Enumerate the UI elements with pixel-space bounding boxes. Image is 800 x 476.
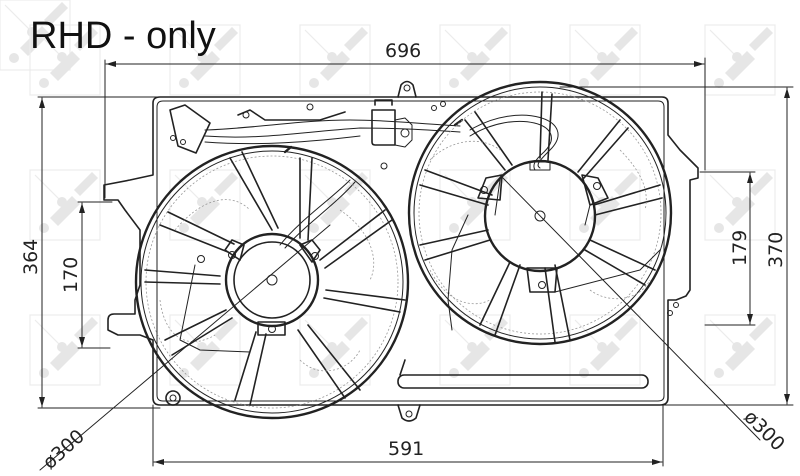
rhd-only-label: RHD - only xyxy=(30,15,216,57)
dimension-lines xyxy=(37,57,794,467)
dim-overall-width: 696 xyxy=(385,40,421,62)
fan-resistor xyxy=(371,99,396,146)
connector-plug xyxy=(169,104,211,154)
dim-left-height: 364 xyxy=(20,239,42,275)
left-fan xyxy=(134,144,410,420)
right-fan xyxy=(407,80,673,346)
dim-shroud-width: 591 xyxy=(388,438,424,460)
shroud-frame xyxy=(103,80,699,422)
dim-right-mount-height: 179 xyxy=(729,230,751,266)
dim-right-fan-diameter: ø300 xyxy=(739,406,788,455)
dim-left-fan-diameter: ø300 xyxy=(39,425,89,473)
watermark-pattern xyxy=(0,0,776,386)
dim-right-height: 370 xyxy=(765,232,787,268)
dim-left-mount-height: 170 xyxy=(60,257,82,293)
diameter-leaders xyxy=(39,174,761,471)
